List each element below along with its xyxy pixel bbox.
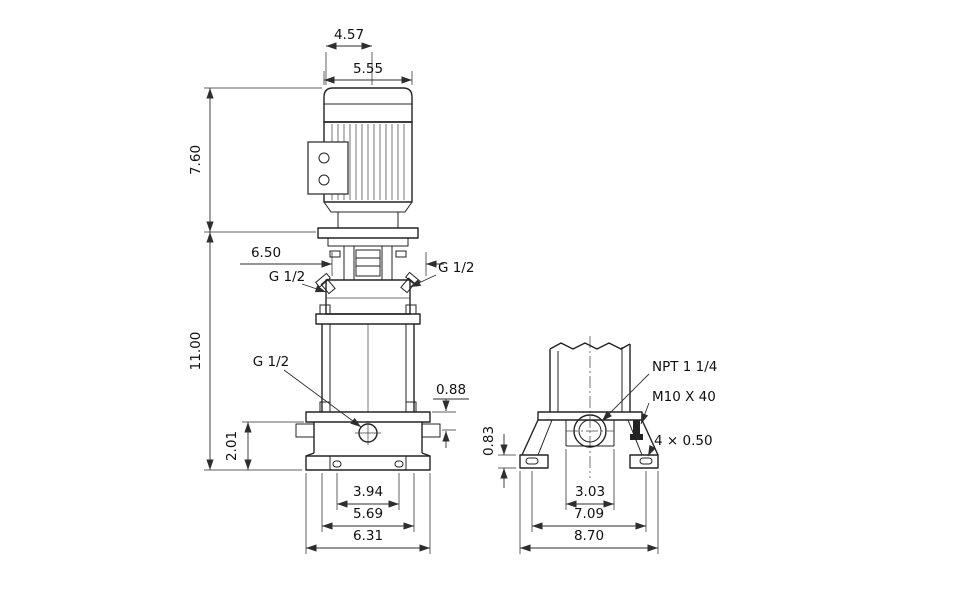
dim-foot-hole-span-group: 3.94	[336, 473, 400, 510]
stool-bolt-right	[395, 250, 407, 258]
stool-band	[327, 237, 409, 247]
foot-hole-left	[332, 460, 342, 468]
mounting-ear-left	[295, 423, 315, 438]
dim-sleeve-width: 5.69	[353, 506, 383, 522]
dim-bolt-span: 7.09	[574, 506, 604, 522]
dim-sleeve-width-group: 5.69	[321, 473, 415, 532]
motor	[307, 87, 413, 229]
coupling-section	[317, 227, 419, 281]
stool-bolt-left	[329, 250, 341, 258]
label-foot-slots: 4 × 0.50	[654, 433, 713, 449]
dim-foot-height: 0.83	[481, 426, 497, 456]
cable-entry-top	[318, 152, 330, 164]
foot-right	[629, 454, 659, 469]
dim-pump-height-group: 11.00	[188, 232, 302, 471]
foot-flange	[305, 455, 431, 471]
dim-motor-height-group: 7.60	[188, 87, 322, 233]
dim-port-center-height: 2.01	[224, 431, 240, 461]
dim-base-width: 6.31	[353, 528, 383, 544]
dim-foot-height-group: 0.83	[481, 426, 516, 488]
foot-left	[519, 454, 549, 469]
foot-hole-right	[394, 460, 404, 468]
pump-base	[295, 411, 441, 471]
motor-endbell	[323, 201, 413, 213]
label-drain-port: G 1/2	[253, 354, 289, 370]
top-plate	[315, 313, 421, 325]
label-bolt-group: M10 X 40	[640, 389, 716, 425]
motor-stool-flange	[317, 227, 419, 239]
tie-rod-nut-top-left	[319, 304, 331, 315]
label-suction-port-group: NPT 1 1/4	[601, 359, 717, 422]
label-port-left-group: G 1/2	[269, 269, 327, 293]
motor-neck	[337, 211, 399, 229]
dim-base-width-group: 6.31	[305, 473, 431, 554]
foot-slot-right	[639, 457, 653, 465]
front-view: 4.57 5.55 7.60 11.00 6.50 G 1/2	[188, 27, 474, 554]
label-drain-port-group: G 1/2	[253, 354, 362, 428]
label-port-left: G 1/2	[269, 269, 305, 285]
dim-plug-height-group: 0.88	[432, 382, 469, 448]
pump-head	[315, 271, 421, 315]
dim-hub-width-group: 3.03	[565, 449, 615, 510]
base-top-plate	[305, 411, 431, 423]
dim-plug-height: 0.88	[436, 382, 466, 398]
dim-pump-height: 11.00	[188, 332, 204, 371]
lantern-post-left	[343, 245, 355, 281]
dim-bolt-span-group: 7.09	[531, 471, 647, 532]
bolt-nut	[630, 434, 643, 440]
cable-entry-bottom	[318, 174, 330, 186]
dim-motor-width-group: 5.55	[323, 61, 413, 85]
dim-motor-height: 7.60	[188, 145, 204, 175]
side-view: 0.83 NPT 1 1/4 M10 X 40 4 × 0.50 3.03 7.…	[481, 336, 717, 554]
dim-base-width-side-group: 8.70	[519, 471, 659, 554]
mounting-ear-right	[421, 423, 441, 438]
dim-base-width-side: 8.70	[574, 528, 604, 544]
label-foot-slots-group: 4 × 0.50	[647, 433, 713, 457]
leg-outer-left	[521, 419, 539, 456]
tie-rod-nut-top-right	[405, 304, 417, 315]
dim-port-center-height-group: 2.01	[224, 421, 304, 470]
break-line	[549, 342, 631, 350]
dim-foot-hole-span: 3.94	[353, 484, 383, 500]
label-suction-port: NPT 1 1/4	[652, 359, 717, 375]
terminal-box	[307, 141, 349, 195]
dim-head-width-group: 6.50	[240, 245, 444, 276]
label-bolt: M10 X 40	[652, 389, 716, 405]
label-port-right: G 1/2	[438, 260, 474, 276]
chamber-stack	[315, 304, 421, 413]
bolt-shank	[633, 420, 640, 434]
lantern-post-right	[381, 245, 393, 281]
fan-cover	[323, 87, 413, 123]
pump-head-body	[325, 279, 411, 315]
dim-motor-width: 5.55	[353, 61, 383, 77]
dim-hub-width: 3.03	[575, 484, 605, 500]
coupling	[355, 249, 381, 277]
dim-fan-cover-width: 4.57	[334, 27, 364, 43]
dim-head-width: 6.50	[251, 245, 281, 261]
leg-inner-left	[537, 419, 553, 456]
foot-slot-left	[525, 457, 539, 465]
label-port-right-group: G 1/2	[409, 260, 474, 288]
